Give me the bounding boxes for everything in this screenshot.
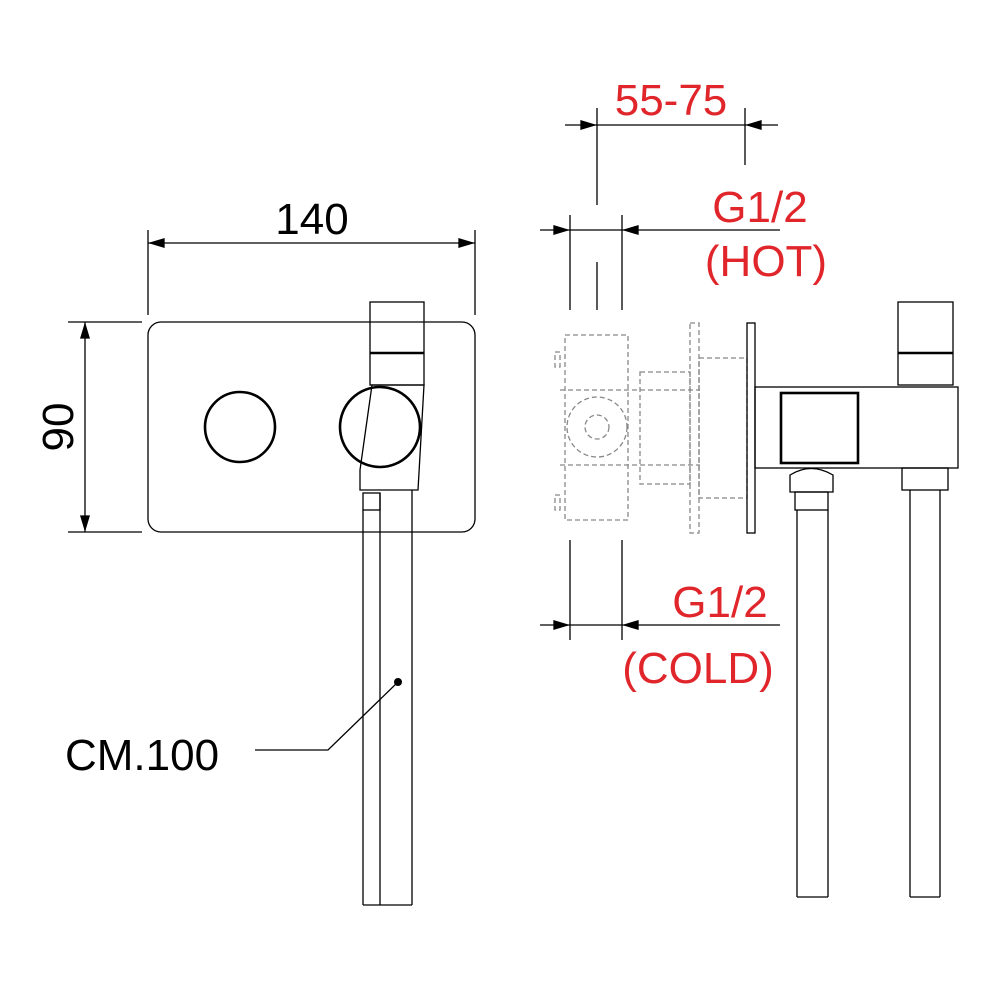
shower-holder <box>338 301 425 906</box>
depth-dimension-label: 55-75 <box>615 76 728 125</box>
concealed-valve-body <box>554 322 748 534</box>
hot-thread-label: G1/2 <box>712 183 807 232</box>
side-view: 55-75 G1/2 (HOT) G1/2 (COLD) <box>540 76 959 898</box>
height-dimension-label: 90 <box>34 403 83 452</box>
width-dimension-label: 140 <box>275 195 348 244</box>
cold-label: (COLD) <box>622 644 774 693</box>
outlet-body <box>754 301 959 898</box>
cover-plate <box>147 321 476 533</box>
wall-flange <box>746 322 756 534</box>
width-dimension: 140 <box>147 195 476 315</box>
front-view: 140 90 CM.100 <box>34 195 476 906</box>
control-knob <box>203 390 277 464</box>
hot-inlet-dimension: G1/2 (HOT) <box>540 183 827 310</box>
cold-thread-label: G1/2 <box>672 578 767 627</box>
height-dimension: 90 <box>34 321 142 533</box>
hose-callout: CM.100 <box>65 678 402 780</box>
hose-callout-label: CM.100 <box>65 731 219 780</box>
hot-label: (HOT) <box>705 237 827 286</box>
depth-dimension: 55-75 <box>565 76 778 205</box>
cold-inlet-dimension: G1/2 (COLD) <box>540 540 780 693</box>
